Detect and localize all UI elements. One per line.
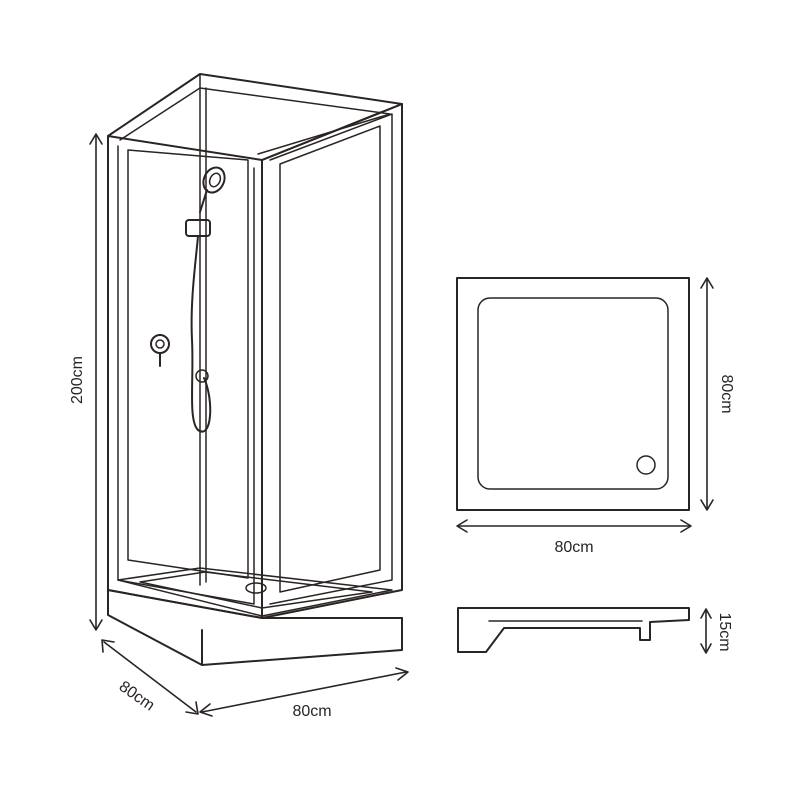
width-dimension: 80cm	[199, 667, 409, 720]
mixer-valve-icon	[150, 334, 170, 367]
left-panel-frame	[117, 145, 255, 605]
tray-inner-basin	[139, 571, 373, 609]
tray-outline	[456, 277, 690, 511]
width-label: 80cm	[292, 703, 331, 720]
tray-height-label: 15cm	[716, 612, 733, 651]
left-panel-glass	[127, 149, 249, 579]
tray-inner-edge	[117, 567, 393, 617]
tray-side-profile	[457, 607, 690, 653]
hose-outlet-icon	[195, 369, 209, 383]
tray-height-dimension: 15cm	[700, 608, 733, 654]
tray-depth-dimension: 80cm	[700, 277, 735, 511]
shower-enclosure	[107, 73, 403, 666]
depth-label: 80cm	[116, 678, 158, 714]
tray-drain-icon	[636, 455, 656, 475]
tray-depth-label: 80cm	[718, 374, 735, 413]
tray-side-view: 15cm	[457, 607, 733, 654]
tray-top-view: 80cm 80cm	[456, 277, 735, 556]
tray-width-dimension: 80cm	[456, 519, 692, 556]
right-panel-frame	[269, 113, 393, 605]
height-label: 200cm	[69, 356, 86, 404]
shower-hose	[190, 235, 212, 433]
tray-width-label: 80cm	[554, 539, 593, 556]
left-panel-outer	[107, 135, 263, 619]
drain-icon	[245, 582, 267, 594]
right-panel-outer	[261, 103, 403, 619]
tray-base	[107, 589, 403, 666]
shower-head-icon	[199, 166, 226, 213]
roof-outer	[107, 73, 403, 161]
tray-basin	[477, 297, 669, 490]
depth-dimension: 80cm	[101, 639, 199, 715]
height-dimension: 200cm	[69, 133, 103, 631]
roof-inner	[119, 87, 391, 155]
right-panel-glass	[279, 125, 381, 593]
